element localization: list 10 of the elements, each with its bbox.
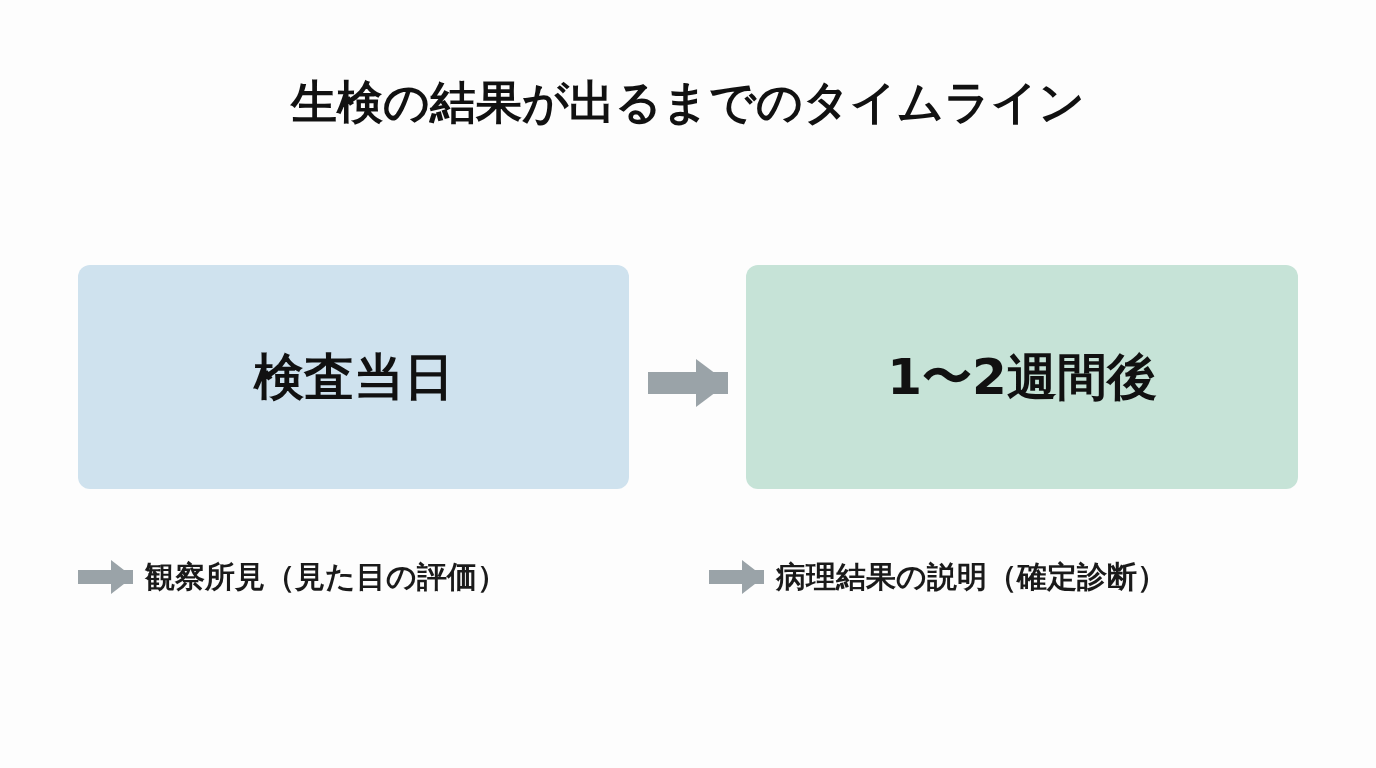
arrow (78, 560, 133, 594)
arrow (648, 359, 728, 407)
timeline-box (746, 265, 1298, 489)
box-label: 1〜2週間後 (887, 346, 1157, 408)
box-label: 検査当日 (253, 346, 454, 408)
timeline-box (78, 265, 629, 489)
arrow (709, 560, 764, 594)
title: 生検の結果が出るまでのタイムライン (289, 74, 1086, 131)
note-text: 病理結果の説明（確定診断） (776, 557, 1167, 597)
note-text: 観察所見（見た目の評価） (145, 557, 507, 597)
